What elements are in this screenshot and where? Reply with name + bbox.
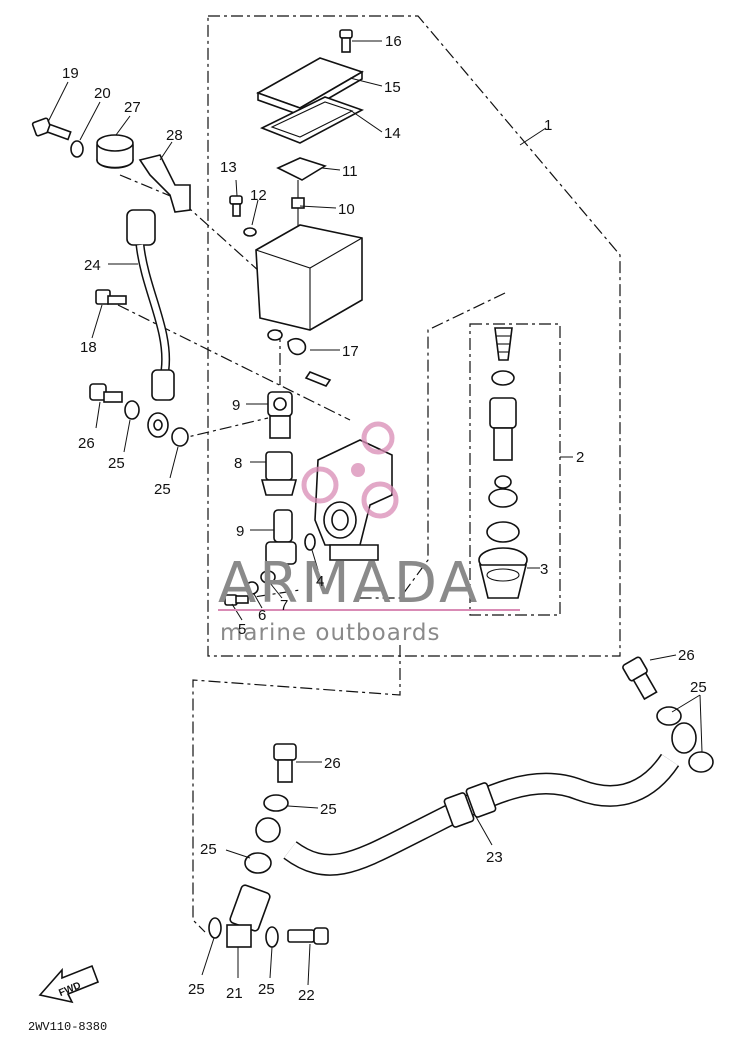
part-label: 27 bbox=[124, 99, 141, 116]
part-6-washer bbox=[245, 581, 259, 595]
part-7-washer bbox=[260, 570, 276, 584]
reservoir-body bbox=[255, 224, 363, 341]
part-label: 13 bbox=[220, 159, 237, 176]
assembly-boundary-2 bbox=[469, 323, 561, 616]
part-label: 7 bbox=[280, 597, 288, 614]
part-label: 14 bbox=[384, 125, 401, 142]
part-label: 1 bbox=[544, 117, 552, 134]
part-25-gasket-bottom-b bbox=[265, 926, 279, 948]
part-26-union-bolt-right bbox=[622, 656, 658, 701]
part-label: 12 bbox=[250, 187, 267, 204]
part-label: 3 bbox=[540, 561, 548, 578]
part-21-switch bbox=[226, 884, 271, 948]
part-25-gasket-left-b bbox=[171, 427, 189, 447]
part-22-bolt bbox=[287, 927, 329, 945]
part-18-bolt bbox=[95, 289, 127, 305]
part-label: 21 bbox=[226, 985, 243, 1002]
part-label: 25 bbox=[108, 455, 125, 472]
part-11-plate bbox=[276, 157, 327, 181]
part-label: 5 bbox=[238, 621, 246, 638]
part-4-o-ring bbox=[304, 533, 316, 551]
part-3-dust-boot bbox=[478, 547, 528, 599]
part-label: 15 bbox=[384, 79, 401, 96]
part-5-screw bbox=[224, 594, 249, 606]
part-label: 25 bbox=[188, 981, 205, 998]
assembly-boundary-1 bbox=[207, 15, 621, 657]
part-label: 20 bbox=[94, 85, 111, 102]
watermark-logo-icon bbox=[301, 421, 399, 519]
part-25-gasket-right-a bbox=[656, 706, 682, 726]
leader-lines bbox=[47, 40, 703, 986]
part-label: 4 bbox=[316, 573, 324, 590]
part-label: 25 bbox=[200, 841, 217, 858]
fwd-arrow-icon: FWD bbox=[38, 964, 100, 1004]
part-19-bolt bbox=[31, 117, 72, 141]
part-label: 11 bbox=[342, 163, 358, 180]
part-label: 23 bbox=[486, 849, 503, 866]
part-label: 24 bbox=[84, 257, 101, 274]
part-label: 25 bbox=[690, 679, 707, 696]
watermark-subtitle: marine outboards bbox=[220, 620, 440, 646]
part-label: 22 bbox=[298, 987, 315, 1004]
part-25-gasket-left-a bbox=[124, 400, 140, 420]
part-16-screw bbox=[339, 29, 353, 53]
part-15-reservoir-cover bbox=[256, 57, 364, 116]
diagram-code: 2WV110-8380 bbox=[28, 1020, 107, 1034]
part-12-washer bbox=[243, 227, 257, 237]
part-label: 25 bbox=[258, 981, 275, 998]
part-label: 26 bbox=[678, 647, 695, 664]
part-label: 18 bbox=[80, 339, 97, 356]
part-label: 26 bbox=[78, 435, 95, 452]
part-number-labels: 16 15 14 11 10 13 12 1 19 20 27 28 24 18… bbox=[62, 33, 707, 1004]
part-25-gasket-center-a bbox=[263, 794, 289, 812]
part-label: 8 bbox=[234, 455, 242, 472]
part-17-clamp bbox=[287, 338, 332, 387]
part-13-screw bbox=[229, 195, 243, 217]
part-9-joint-lower bbox=[265, 509, 297, 565]
part-20-washer bbox=[70, 140, 84, 158]
master-cylinder-body bbox=[314, 439, 393, 561]
part-label: 9 bbox=[236, 523, 244, 540]
part-25-gasket-right-b bbox=[688, 751, 714, 773]
part-27-cap bbox=[96, 134, 134, 169]
part-label: 16 bbox=[385, 33, 402, 50]
part-label: 2 bbox=[576, 449, 584, 466]
part-9-joint-upper bbox=[267, 391, 293, 439]
part-label: 17 bbox=[342, 343, 359, 360]
part-label: 10 bbox=[338, 201, 355, 218]
part-25-gasket-bottom-a bbox=[208, 917, 222, 939]
part-8-cylinder-fitting bbox=[260, 451, 298, 496]
part-28-bracket bbox=[138, 154, 191, 213]
watermark: ARMADA marine outboards bbox=[218, 421, 520, 646]
part-label: 25 bbox=[154, 481, 171, 498]
part-label: 9 bbox=[232, 397, 240, 414]
part-label: 26 bbox=[324, 755, 341, 772]
part-23-brake-hose bbox=[255, 722, 697, 876]
part-label: 25 bbox=[320, 801, 337, 818]
watermark-title: ARMADA bbox=[218, 551, 480, 616]
part-2-piston-kit bbox=[486, 327, 520, 543]
part-26-union-bolt-center bbox=[273, 743, 297, 783]
part-26-union-bolt-left bbox=[89, 383, 123, 403]
part-label: 19 bbox=[62, 65, 79, 82]
part-25-gasket-center-b bbox=[244, 852, 272, 874]
part-label: 28 bbox=[166, 127, 183, 144]
part-label: 6 bbox=[258, 607, 266, 624]
hose-routing-boundary bbox=[192, 645, 401, 933]
part-24-brake-hose bbox=[126, 209, 175, 438]
